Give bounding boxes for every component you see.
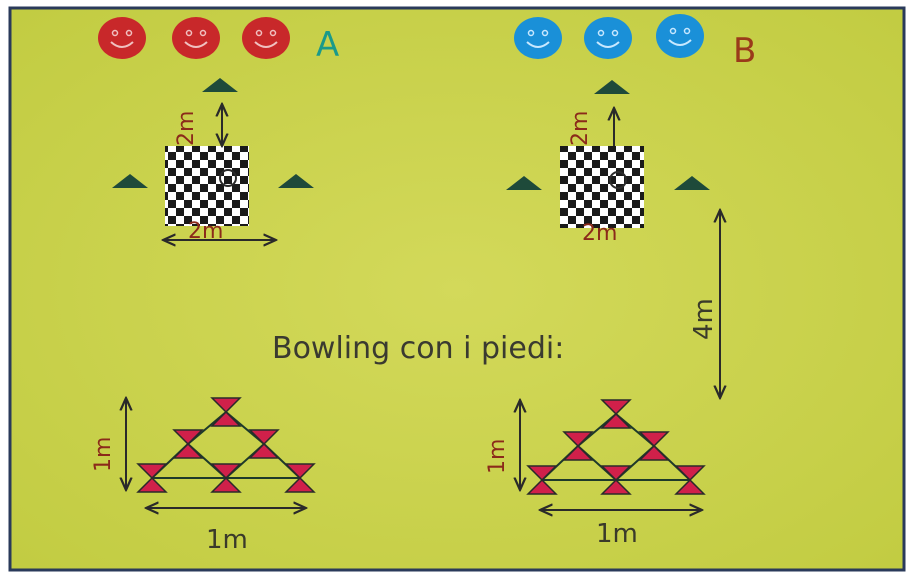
field: [8, 6, 906, 572]
bowling-pin-icon: [638, 431, 670, 461]
dimension-label-4m: 4m: [689, 298, 719, 340]
pin-triangle-right: [526, 399, 706, 495]
dimension-label-1m: 1m: [206, 525, 248, 555]
bowling-pin-icon: [248, 429, 280, 459]
team-b-label: B: [733, 31, 756, 71]
team-a-label: A: [316, 25, 339, 65]
team-b-players: B: [514, 14, 756, 71]
bowling-pin-icon: [210, 397, 242, 427]
goal-area-b: 2m 2m: [506, 80, 710, 246]
cone-icon: [112, 174, 148, 188]
cone-icon: [202, 78, 238, 92]
dimension-label-1m: 1m: [485, 439, 510, 474]
cone-icon: [278, 174, 314, 188]
bowling-pin-icon: [210, 463, 242, 493]
bowling-pin-icon: [526, 465, 558, 495]
cone-icon: [506, 176, 542, 190]
dimension-label-1m: 1m: [596, 519, 638, 549]
bowling-pin-icon: [136, 463, 168, 493]
smiley-face-icon: [514, 17, 562, 59]
bowling-pin-icon: [600, 399, 632, 429]
bowling-pin-icon: [284, 463, 316, 493]
smiley-face-icon: [98, 17, 146, 59]
cone-icon: [594, 80, 630, 94]
bowling-pin-icon: [600, 465, 632, 495]
team-a-players: A: [98, 17, 339, 65]
smiley-face-icon: [242, 17, 290, 59]
dimension-label-2m: 2m: [174, 111, 199, 146]
ball-icon: [609, 171, 627, 189]
bowling-pin-icon: [172, 429, 204, 459]
exercise-title: Bowling con i piedi:: [272, 331, 564, 366]
ball-icon: [219, 169, 237, 187]
smiley-face-icon: [656, 14, 704, 58]
checkered-target-square: [560, 146, 644, 228]
smiley-face-icon: [584, 17, 632, 59]
dimension-label-2m: 2m: [582, 221, 617, 246]
goal-area-a: 2m 2m: [112, 78, 314, 244]
cone-icon: [674, 176, 710, 190]
dimension-label-1m: 1m: [91, 437, 116, 472]
dimension-label-2m: 2m: [568, 111, 593, 146]
smiley-face-icon: [172, 17, 220, 59]
pin-triangle-left: [136, 397, 316, 493]
bowling-pin-icon: [562, 431, 594, 461]
checkered-target-square: [165, 146, 249, 226]
bowling-pin-icon: [674, 465, 706, 495]
dimension-label-2m: 2m: [188, 219, 223, 244]
